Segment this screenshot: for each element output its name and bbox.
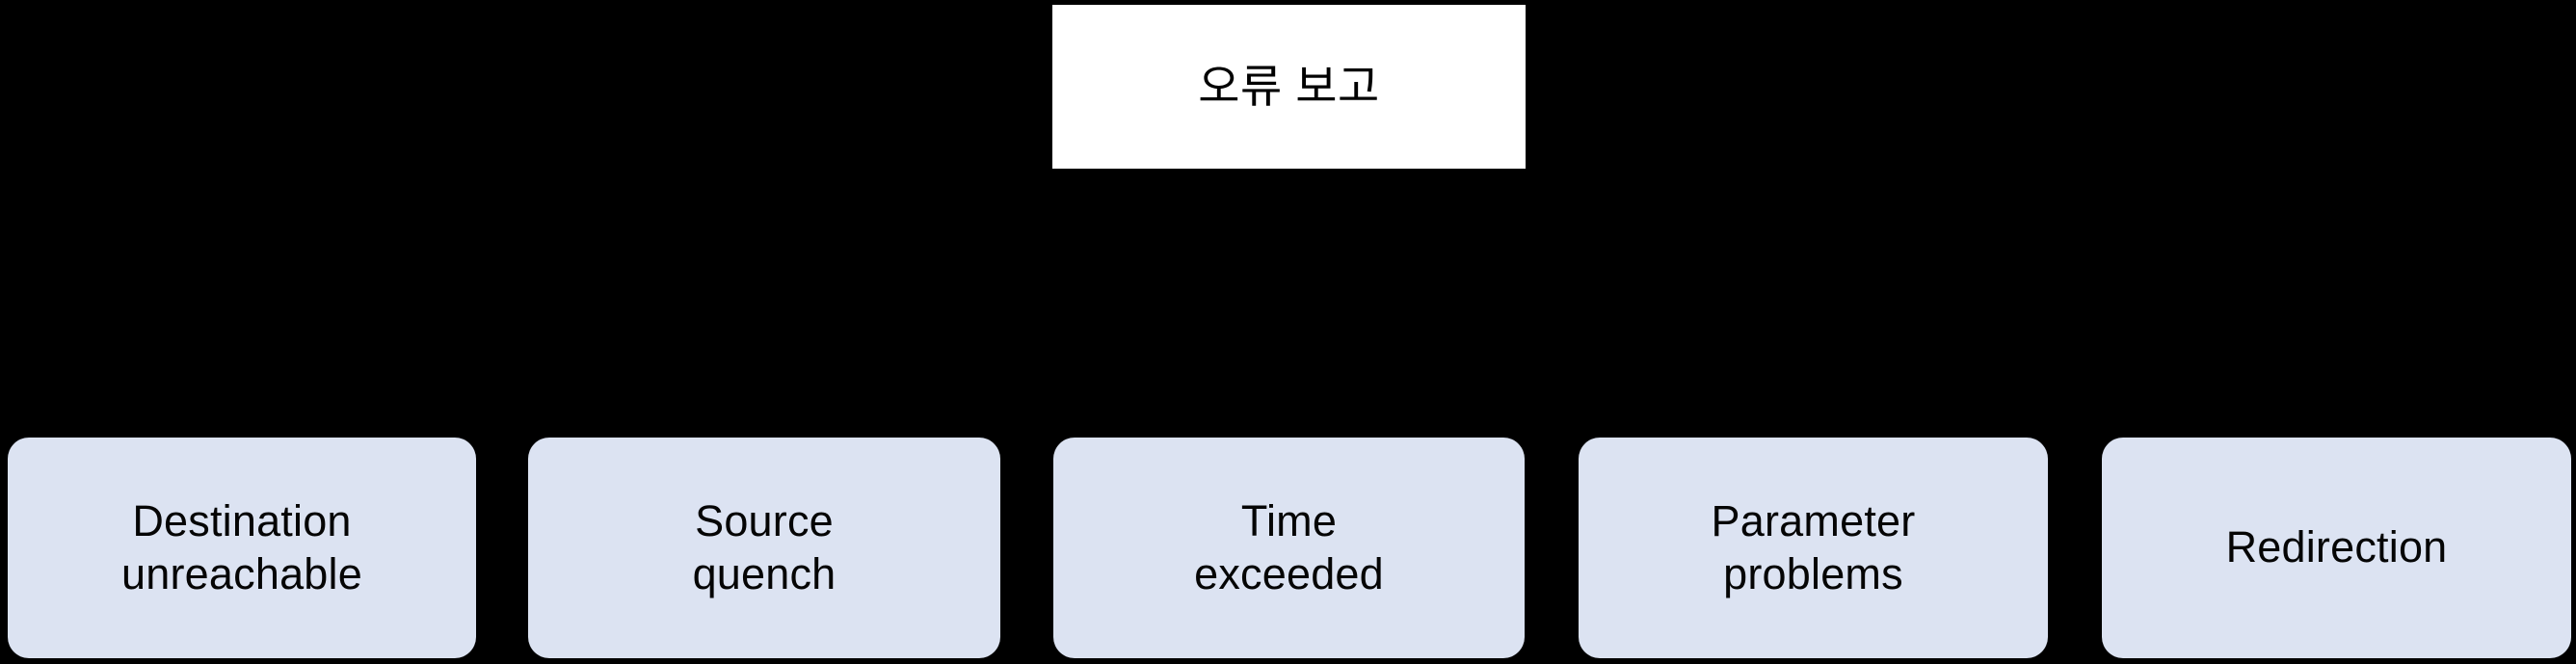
leaf-node-label: Destination unreachable [121, 495, 362, 598]
leaf-node-label: Source quench [692, 495, 837, 598]
leaf-node-destination-unreachable[interactable]: Destination unreachable [8, 438, 476, 658]
leaf-node-label: Time exceeded [1194, 495, 1384, 598]
leaf-node-label: Redirection [2225, 522, 2448, 572]
leaf-node-row: Destination unreachable Source quench Ti… [0, 438, 2576, 658]
root-node-label: 오류 보고 [1198, 60, 1380, 112]
leaf-node-source-quench[interactable]: Source quench [528, 438, 1000, 658]
root-node-error-report[interactable]: 오류 보고 [1052, 5, 1526, 169]
leaf-node-parameter-problems[interactable]: Parameter problems [1579, 438, 2048, 658]
leaf-node-label: Parameter problems [1711, 495, 1916, 598]
leaf-node-redirection[interactable]: Redirection [2102, 438, 2571, 658]
leaf-node-time-exceeded[interactable]: Time exceeded [1053, 438, 1525, 658]
